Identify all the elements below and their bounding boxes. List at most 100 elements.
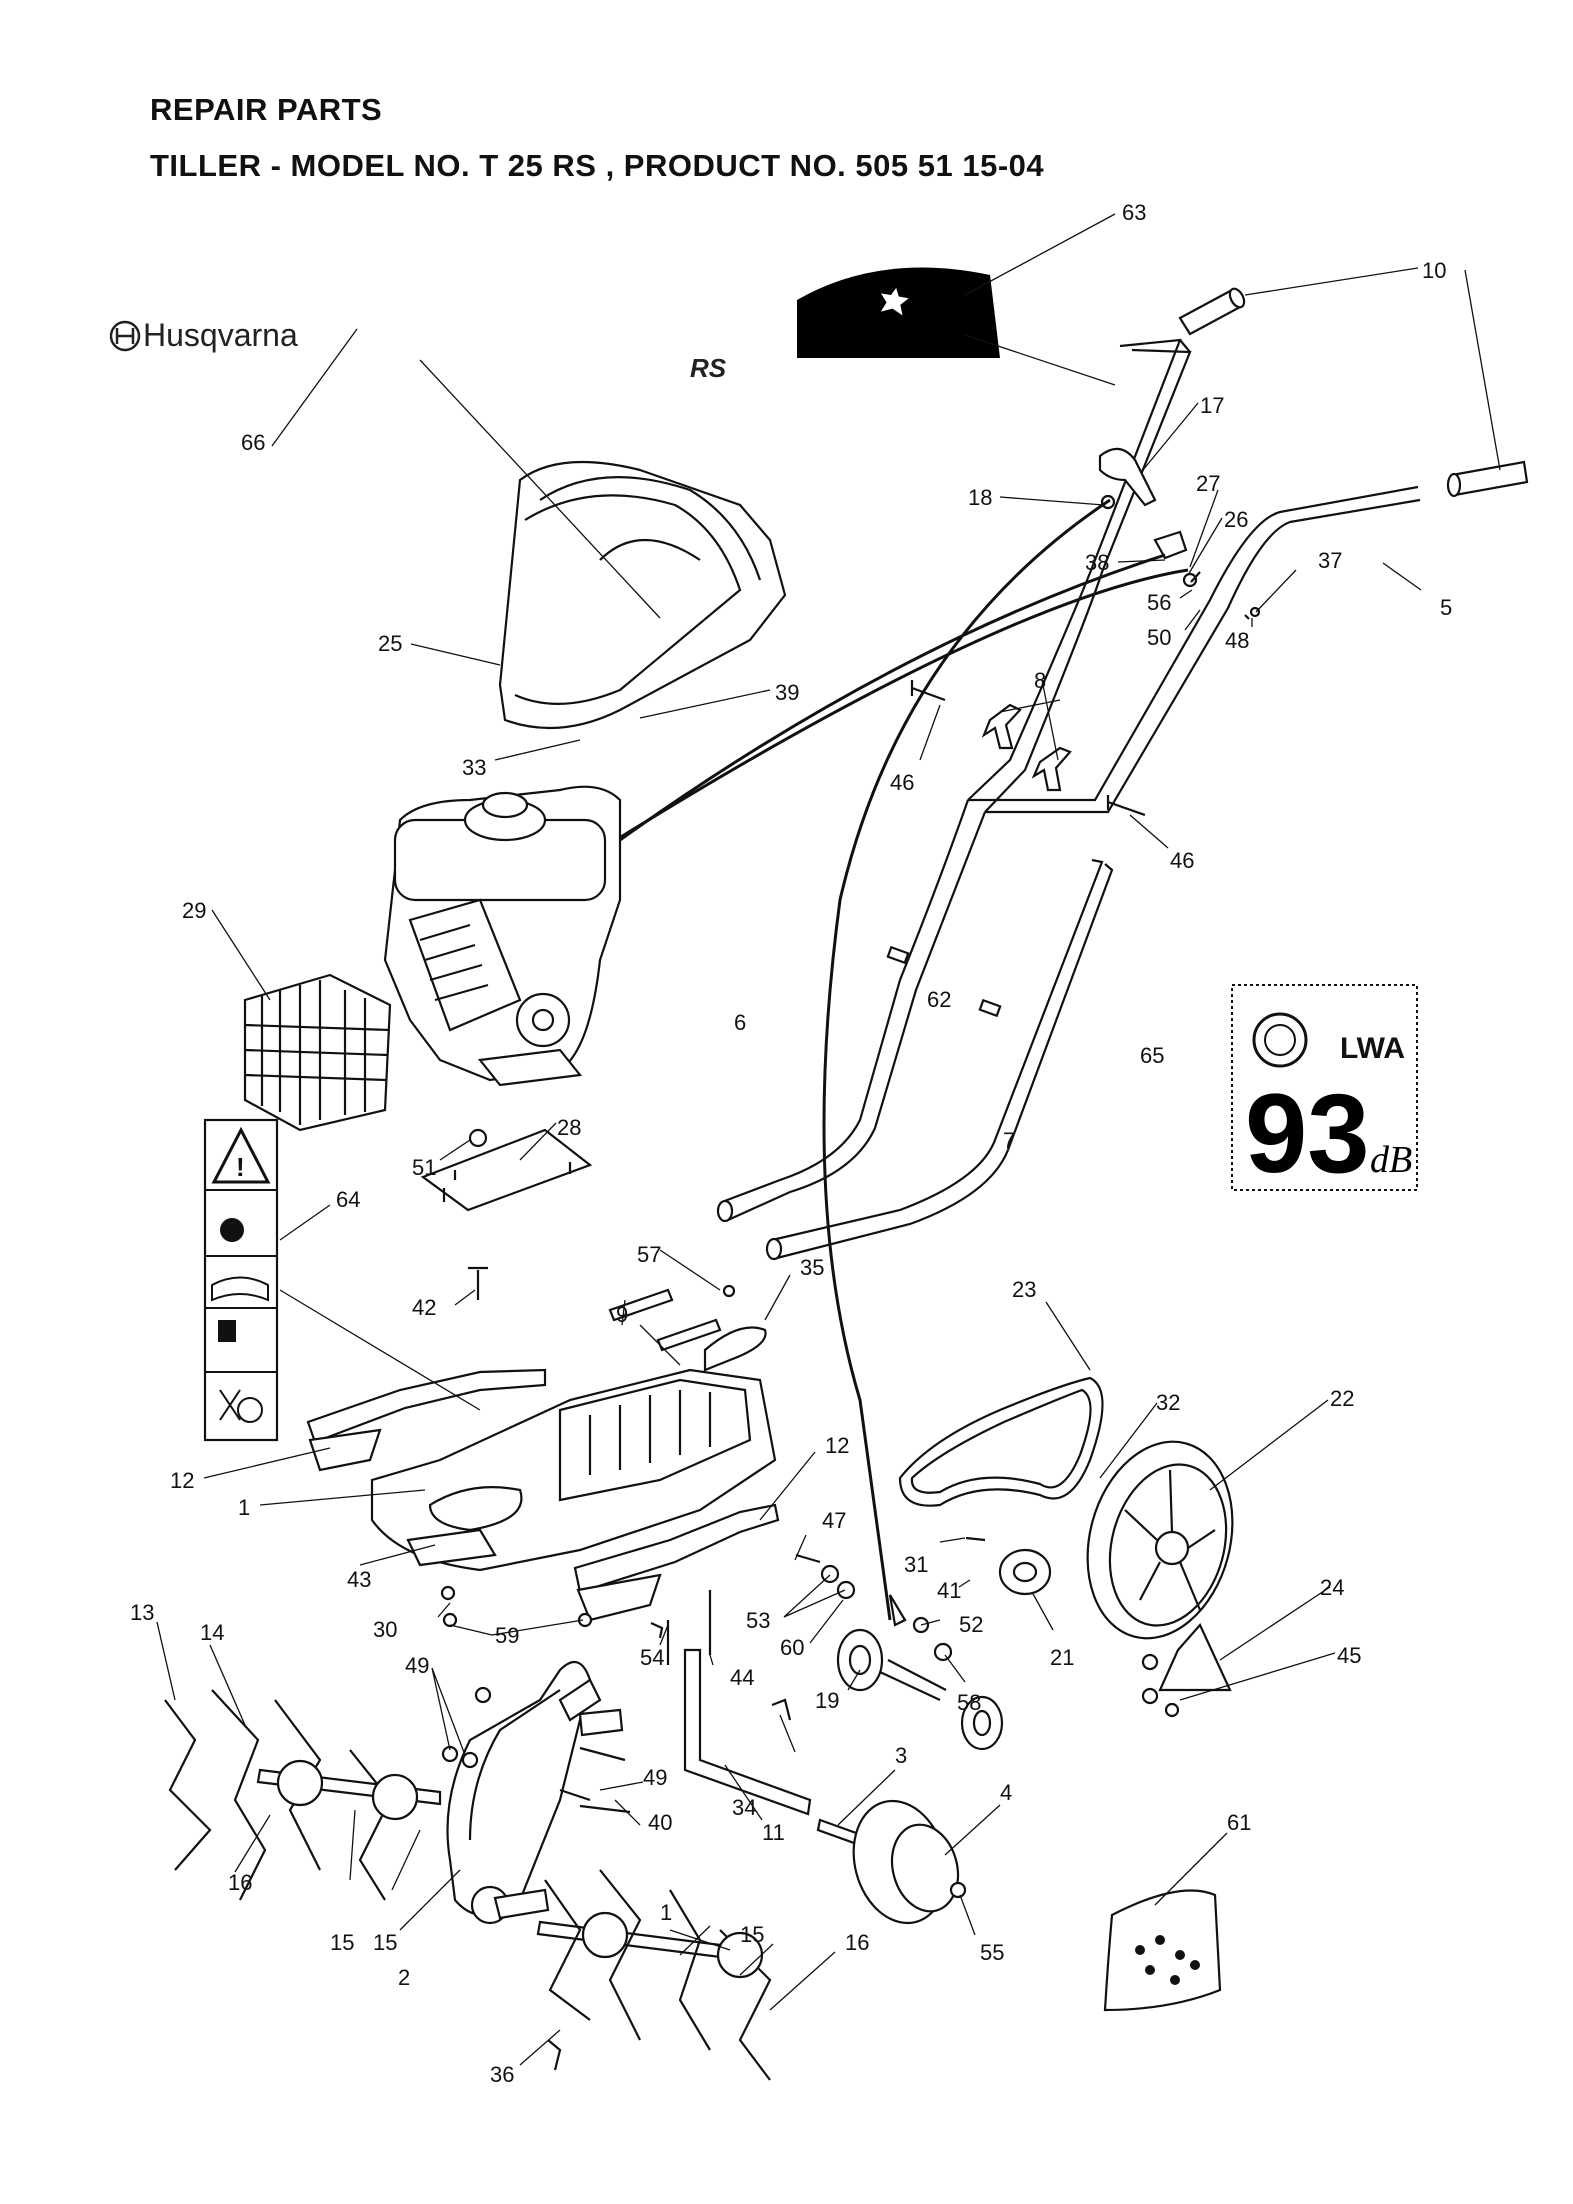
engine [383, 785, 622, 1087]
callout-34: 34 [732, 1795, 756, 1820]
callout-6: 6 [734, 1010, 746, 1035]
tines-right [536, 1869, 772, 2081]
callout-45: 45 [1337, 1643, 1361, 1668]
callout-40: 40 [648, 1810, 672, 1835]
callout-43: 43 [347, 1567, 371, 1592]
callout-59: 59 [495, 1623, 519, 1648]
callout-1b: 1 [660, 1900, 672, 1925]
callout-61: 61 [1227, 1810, 1251, 1835]
callout-23: 23 [1012, 1277, 1036, 1302]
callout-18: 18 [968, 485, 992, 510]
callout-64: 64 [336, 1187, 360, 1212]
callout-32: 32 [1156, 1390, 1180, 1415]
callout-29: 29 [182, 898, 206, 923]
rs-badge-text: RS [690, 353, 727, 383]
callout-27: 27 [1196, 471, 1220, 496]
part-25-belt-guard [498, 460, 787, 730]
callout-8: 8 [1034, 668, 1046, 693]
callout-28: 28 [557, 1115, 581, 1140]
callout-35: 35 [800, 1255, 824, 1280]
part-21-pulley [998, 1548, 1052, 1596]
callout-4: 4 [1000, 1780, 1012, 1805]
callout-53: 53 [746, 1608, 770, 1633]
callout-1: 1 [238, 1495, 250, 1520]
callout-37: 37 [1318, 548, 1342, 573]
callout-54: 54 [640, 1645, 664, 1670]
part-upper-handle [967, 338, 1421, 814]
part-28-plate [420, 1128, 593, 1300]
callout-21: 21 [1050, 1645, 1074, 1670]
callout-15c: 15 [740, 1922, 764, 1947]
callout-50: 50 [1147, 625, 1171, 650]
part-19-pulley [836, 1594, 1004, 1751]
callout-47: 47 [822, 1508, 846, 1533]
part-8-knobs [981, 703, 1072, 792]
noise-unit-text: dB [1370, 1139, 1412, 1181]
callout-52: 52 [959, 1612, 983, 1637]
callout-44: 44 [730, 1665, 754, 1690]
noise-lwa-text: LWA [1340, 1032, 1405, 1065]
part-23-belt [898, 1376, 1104, 1507]
part-65-noise-label: LWA 93 dB [1231, 984, 1418, 1196]
callout-56: 56 [1147, 590, 1171, 615]
callout-numbers: 66 63 10 17 18 27 26 38 56 50 37 48 5 8 … [130, 200, 1452, 2087]
callout-65: 65 [1140, 1043, 1164, 1068]
part-29-guard [243, 973, 392, 1132]
callout-17: 17 [1200, 393, 1224, 418]
callout-66: 66 [241, 430, 265, 455]
callout-19: 19 [815, 1688, 839, 1713]
control-cables [599, 498, 1189, 1621]
part-10-grips [1178, 287, 1529, 498]
callout-63: 63 [1122, 200, 1146, 225]
husqvarna-logo-text: Husqvarna [143, 317, 298, 353]
part-9-brackets [608, 1288, 722, 1352]
callout-33: 33 [462, 755, 486, 780]
callout-36: 36 [490, 2062, 514, 2087]
part-64-warning-decal: ! [203, 1118, 279, 1442]
callout-51: 51 [412, 1155, 436, 1180]
page-title: REPAIR PARTS [150, 92, 383, 127]
part-22-wheel [1086, 1440, 1234, 1640]
callout-42: 42 [412, 1295, 436, 1320]
part-24-bracket [1141, 1623, 1232, 1718]
leader-lines [156, 213, 1501, 2066]
callout-39: 39 [775, 680, 799, 705]
part-46-bolts [910, 680, 1146, 817]
callout-15b: 15 [373, 1930, 397, 1955]
callout-24: 24 [1320, 1575, 1344, 1600]
callout-55: 55 [980, 1940, 1004, 1965]
callout-48: 48 [1225, 628, 1249, 653]
husqvarna-logo: Husqvarna [109, 317, 298, 353]
svg-text:!: ! [236, 1152, 245, 1182]
callout-7: 7 [1003, 1128, 1015, 1153]
callout-9: 9 [616, 1302, 628, 1327]
callout-60: 60 [780, 1635, 804, 1660]
callout-26: 26 [1224, 507, 1248, 532]
callout-12b: 12 [825, 1433, 849, 1458]
callout-22: 22 [1330, 1386, 1354, 1411]
callout-57: 57 [637, 1242, 661, 1267]
callout-15a: 15 [330, 1930, 354, 1955]
part-63-decal [797, 267, 1000, 358]
part-4-transport-wheel [852, 1799, 967, 1925]
callout-16a: 16 [228, 1870, 252, 1895]
noise-value-text: 93 [1245, 1071, 1370, 1196]
part-1-frame [370, 1368, 777, 1572]
callout-62: 62 [927, 987, 951, 1012]
callout-2: 2 [398, 1965, 410, 1990]
small-hardware [440, 571, 1250, 1814]
callout-31: 31 [904, 1552, 928, 1577]
callout-58: 58 [957, 1690, 981, 1715]
callout-49a: 49 [405, 1653, 429, 1678]
callout-30: 30 [373, 1617, 397, 1642]
part-61-parts-bag [1103, 1889, 1222, 2012]
callout-16b: 16 [845, 1930, 869, 1955]
part-35-clip [703, 1326, 767, 1372]
part-6-7-lower-handles [716, 799, 1114, 1261]
page-subtitle: TILLER - MODEL NO. T 25 RS , PRODUCT NO.… [150, 148, 1045, 183]
callout-10: 10 [1422, 258, 1446, 283]
callout-11: 11 [762, 1820, 785, 1845]
callout-41: 41 [937, 1578, 961, 1603]
callout-46a: 46 [890, 770, 914, 795]
